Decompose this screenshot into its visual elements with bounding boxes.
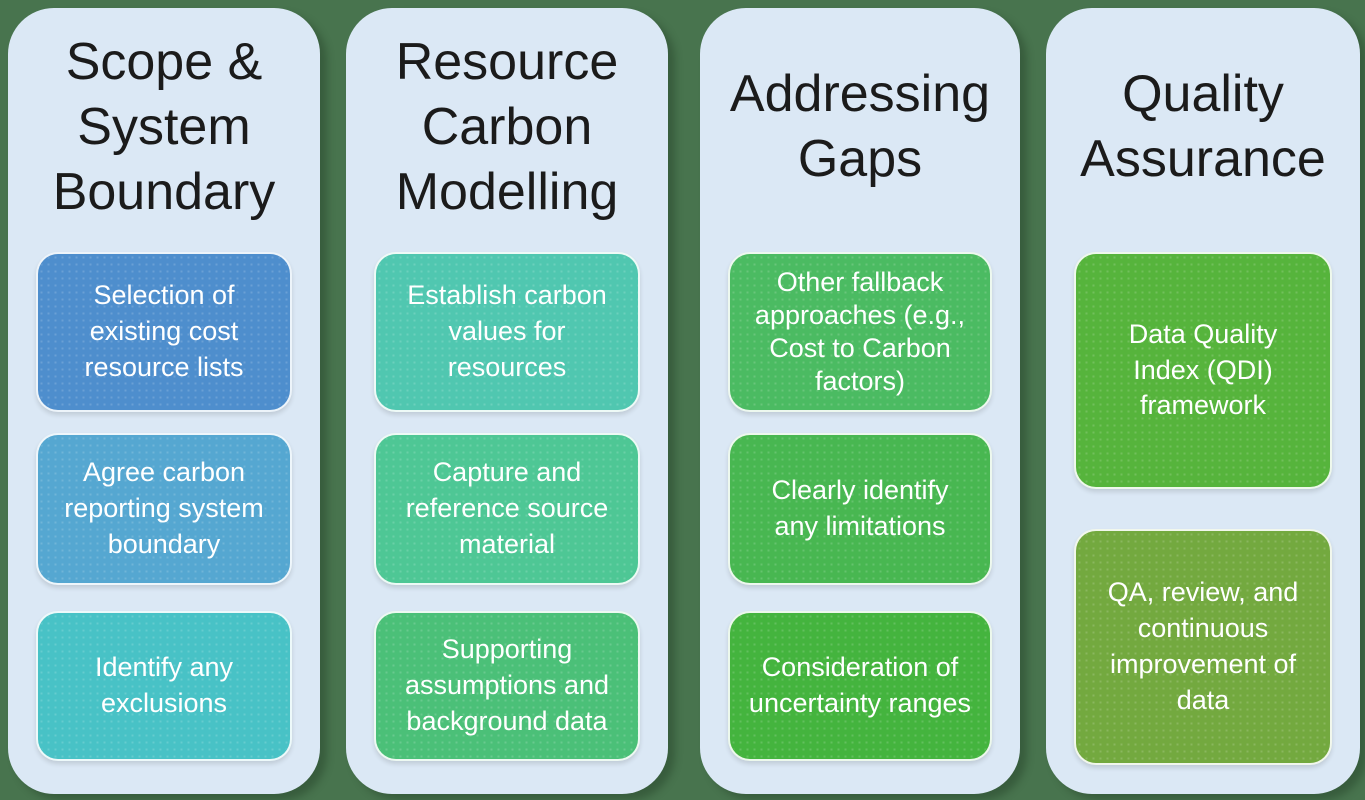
column-title-addressing-gaps: Addressing Gaps xyxy=(729,65,991,188)
step-label: Data Quality Index (QDI) framework xyxy=(1128,318,1278,421)
step-label: Identify any exclusions xyxy=(94,652,234,718)
column-boxes: Data Quality Index (QDI) framework QA, r… xyxy=(1046,246,1360,794)
column-title-scope-system-boundary: Scope & System Boundary xyxy=(52,32,276,221)
column-title-resource-carbon-modelling: Resource Carbon Modelling xyxy=(395,32,619,221)
column-boxes: Selection of existing cost resource list… xyxy=(8,246,320,794)
step-label: Other fallback approaches (e.g., Cost to… xyxy=(754,267,966,396)
step-label: Selection of existing cost resource list… xyxy=(84,280,244,382)
column-panel-resource-carbon-modelling: Resource Carbon Modelling Establish carb… xyxy=(346,8,668,794)
step-label: Agree carbon reporting system boundary xyxy=(64,457,264,559)
step-box-establish-carbon-values: Establish carbon values for resources xyxy=(374,252,640,412)
step-label: QA, review, and continuous improvement o… xyxy=(1107,577,1299,715)
column-panel-quality-assurance: Quality Assurance Data Quality Index (QD… xyxy=(1046,8,1360,794)
step-label: Capture and reference source material xyxy=(405,457,609,559)
column-boxes: Establish carbon values for resources Ca… xyxy=(346,246,668,794)
step-box-other-fallback-approaches: Other fallback approaches (e.g., Cost to… xyxy=(728,252,992,412)
step-box-qa-review-improvement: QA, review, and continuous improvement o… xyxy=(1074,529,1332,765)
step-label: Establish carbon values for resources xyxy=(407,280,607,382)
step-label: Clearly identify any limitations xyxy=(771,475,949,541)
column-boxes: Other fallback approaches (e.g., Cost to… xyxy=(700,246,1020,794)
step-box-data-quality-index: Data Quality Index (QDI) framework xyxy=(1074,252,1332,489)
column-panel-addressing-gaps: Addressing Gaps Other fallback approache… xyxy=(700,8,1020,794)
step-box-consideration-uncertainty: Consideration of uncertainty ranges xyxy=(728,611,992,761)
step-box-capture-reference-source: Capture and reference source material xyxy=(374,433,640,585)
step-box-agree-reporting-boundary: Agree carbon reporting system boundary xyxy=(36,433,292,585)
step-box-identify-exclusions: Identify any exclusions xyxy=(36,611,292,761)
step-label: Supporting assumptions and background da… xyxy=(404,634,610,736)
step-box-supporting-assumptions: Supporting assumptions and background da… xyxy=(374,611,640,761)
step-box-clearly-identify-limitations: Clearly identify any limitations xyxy=(728,433,992,585)
column-panel-scope-system-boundary: Scope & System Boundary Selection of exi… xyxy=(8,8,320,794)
step-label: Consideration of uncertainty ranges xyxy=(748,652,972,718)
step-box-selection-existing-cost: Selection of existing cost resource list… xyxy=(36,252,292,412)
column-title-quality-assurance: Quality Assurance xyxy=(1080,65,1326,188)
